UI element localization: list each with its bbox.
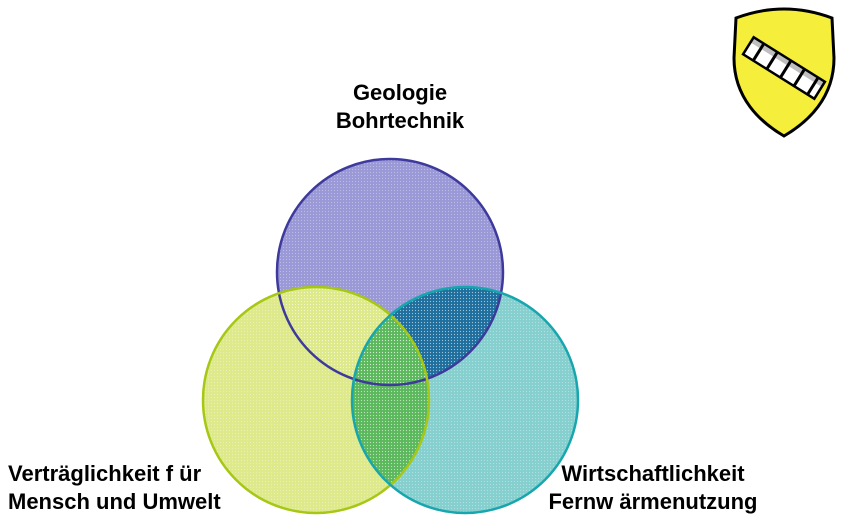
label-wirtschaftlichkeit-line1: Wirtschaftlichkeit [561, 461, 745, 486]
label-vertraeglichkeit: Verträglichkeit f ür Mensch und Umwelt [8, 460, 221, 516]
label-geologie-line1: Geologie [352, 80, 448, 105]
drill-pipe-icon [741, 35, 827, 101]
label-geologie: Geologie Bohrtechnik [290, 79, 510, 135]
label-vertraeglichkeit-line2: Mensch und Umwelt [8, 489, 221, 514]
label-geologie-line2: Bohrtechnik [335, 108, 465, 133]
label-wirtschaftlichkeit-line2: Fernw ärmenutzung [548, 489, 758, 514]
label-wirtschaftlichkeit: Wirtschaftlichkeit Fernw ärmenutzung [518, 460, 788, 516]
circle-wirtschaftlichkeit-outline [350, 285, 580, 515]
label-vertraeglichkeit-line1: Verträglichkeit f ür [8, 461, 202, 486]
coat-of-arms-icon [732, 7, 836, 138]
circle-geologie-outline [275, 157, 505, 387]
circle-vertraeglichkeit-outline [201, 285, 431, 515]
